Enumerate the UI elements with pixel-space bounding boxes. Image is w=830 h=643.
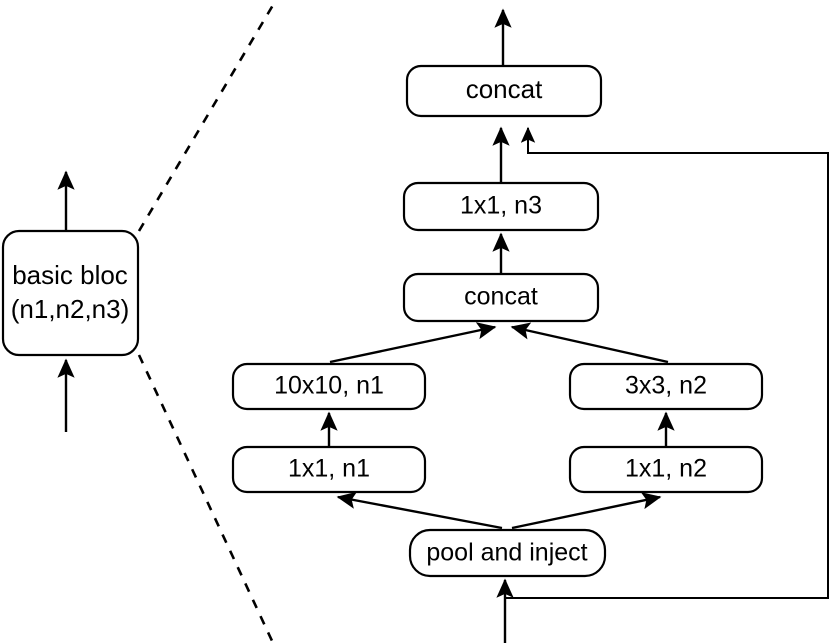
node-conv-1x1-n1-label: 1x1, n1 xyxy=(288,455,370,483)
basic-block-box[interactable] xyxy=(1,229,140,357)
edge-pool-to-conv-1x1-n2 xyxy=(511,492,662,530)
node-pool-and-inject[interactable] xyxy=(408,528,607,578)
node-conv-3x3-n2-label: 3x3, n2 xyxy=(625,372,707,400)
node-conv-10x10-n1-label: 10x10, n1 xyxy=(274,372,384,400)
basic-block-label-line1: basic bloc xyxy=(12,260,128,290)
node-conv-10x10-n1[interactable] xyxy=(231,362,427,411)
skip-connection-path xyxy=(505,126,829,599)
node-concat-top-label: concat xyxy=(466,74,543,104)
node-pool-and-inject-label: pool and inject xyxy=(426,539,587,567)
node-conv-1x1-n3-label: 1x1, n3 xyxy=(460,192,542,220)
expansion-line-top-icon xyxy=(137,0,278,232)
right-panel: pool and inject 1x1, n1 1x1, n2 10x10, n… xyxy=(231,8,829,643)
node-conv-1x1-n2-label: 1x1, n2 xyxy=(625,455,707,483)
edge-conv-10x10-n1-to-concat-mid xyxy=(329,322,497,364)
node-conv-3x3-n2[interactable] xyxy=(568,362,764,411)
node-concat-mid-label: concat xyxy=(464,283,538,311)
basic-block-label-line2: (n1,n2,n3) xyxy=(11,294,130,324)
edge-conv-3x3-n2-to-concat-mid xyxy=(510,322,669,364)
edge-pool-to-conv-1x1-n1 xyxy=(336,491,503,530)
left-panel: basic bloc (n1,n2,n3) xyxy=(1,0,278,643)
